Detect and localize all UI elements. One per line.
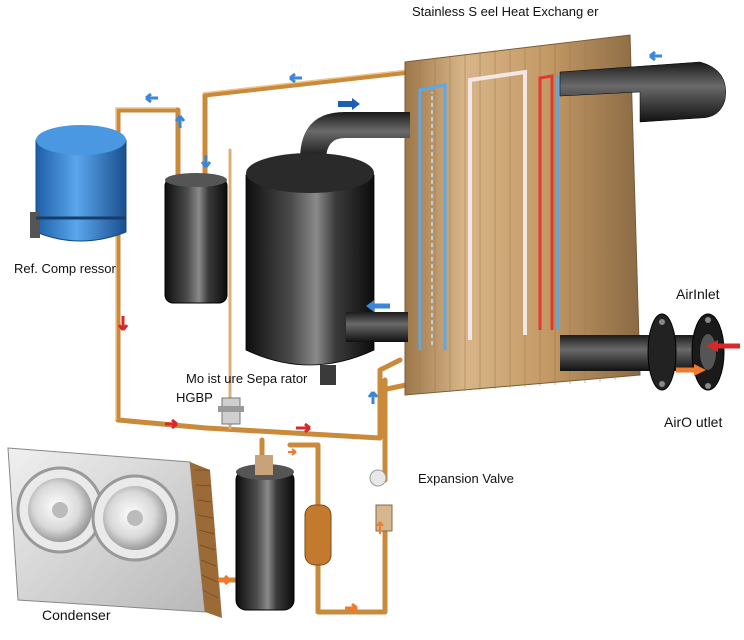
- moisture-separator-tank: [245, 153, 408, 385]
- pipe-compressor-to-separator: [115, 107, 181, 183]
- flow-arrows: [117, 50, 740, 614]
- hgbp-valve: [218, 397, 244, 425]
- label-condenser: Condenser: [42, 607, 111, 623]
- coil-blue-left: [418, 83, 447, 350]
- separator-inlet-duct: [300, 112, 410, 160]
- pipe-receiver-to-filter: [287, 442, 321, 508]
- pipe-filter-to-expansion: [315, 507, 388, 615]
- label-compressor: Ref. Comp ressor: [14, 261, 116, 276]
- label-heat-exchanger: Stainless S eel Heat Exchang er: [412, 4, 599, 19]
- label-air-inlet: AirInlet: [676, 286, 720, 302]
- label-moisture-separator: Mo ist ure Sepa rator: [186, 371, 308, 386]
- label-air-outlet: AirO utlet: [664, 414, 723, 430]
- label-expansion-valve: Expansion Valve: [418, 471, 514, 486]
- label-hgbp: HGBP: [176, 390, 213, 405]
- coil-red: [538, 74, 554, 330]
- condenser-unit: [7, 447, 222, 618]
- top-air-duct: [559, 61, 726, 123]
- accumulator-tank: [164, 173, 228, 304]
- compressor: [30, 125, 127, 242]
- coil-white: [468, 69, 527, 340]
- heat-exchanger: [404, 34, 641, 396]
- pipe-hgbp-line: [203, 357, 403, 441]
- receiver-tank: [235, 455, 295, 611]
- pipe-exchanger-top-return: [202, 69, 413, 183]
- filter-drier: [304, 504, 332, 566]
